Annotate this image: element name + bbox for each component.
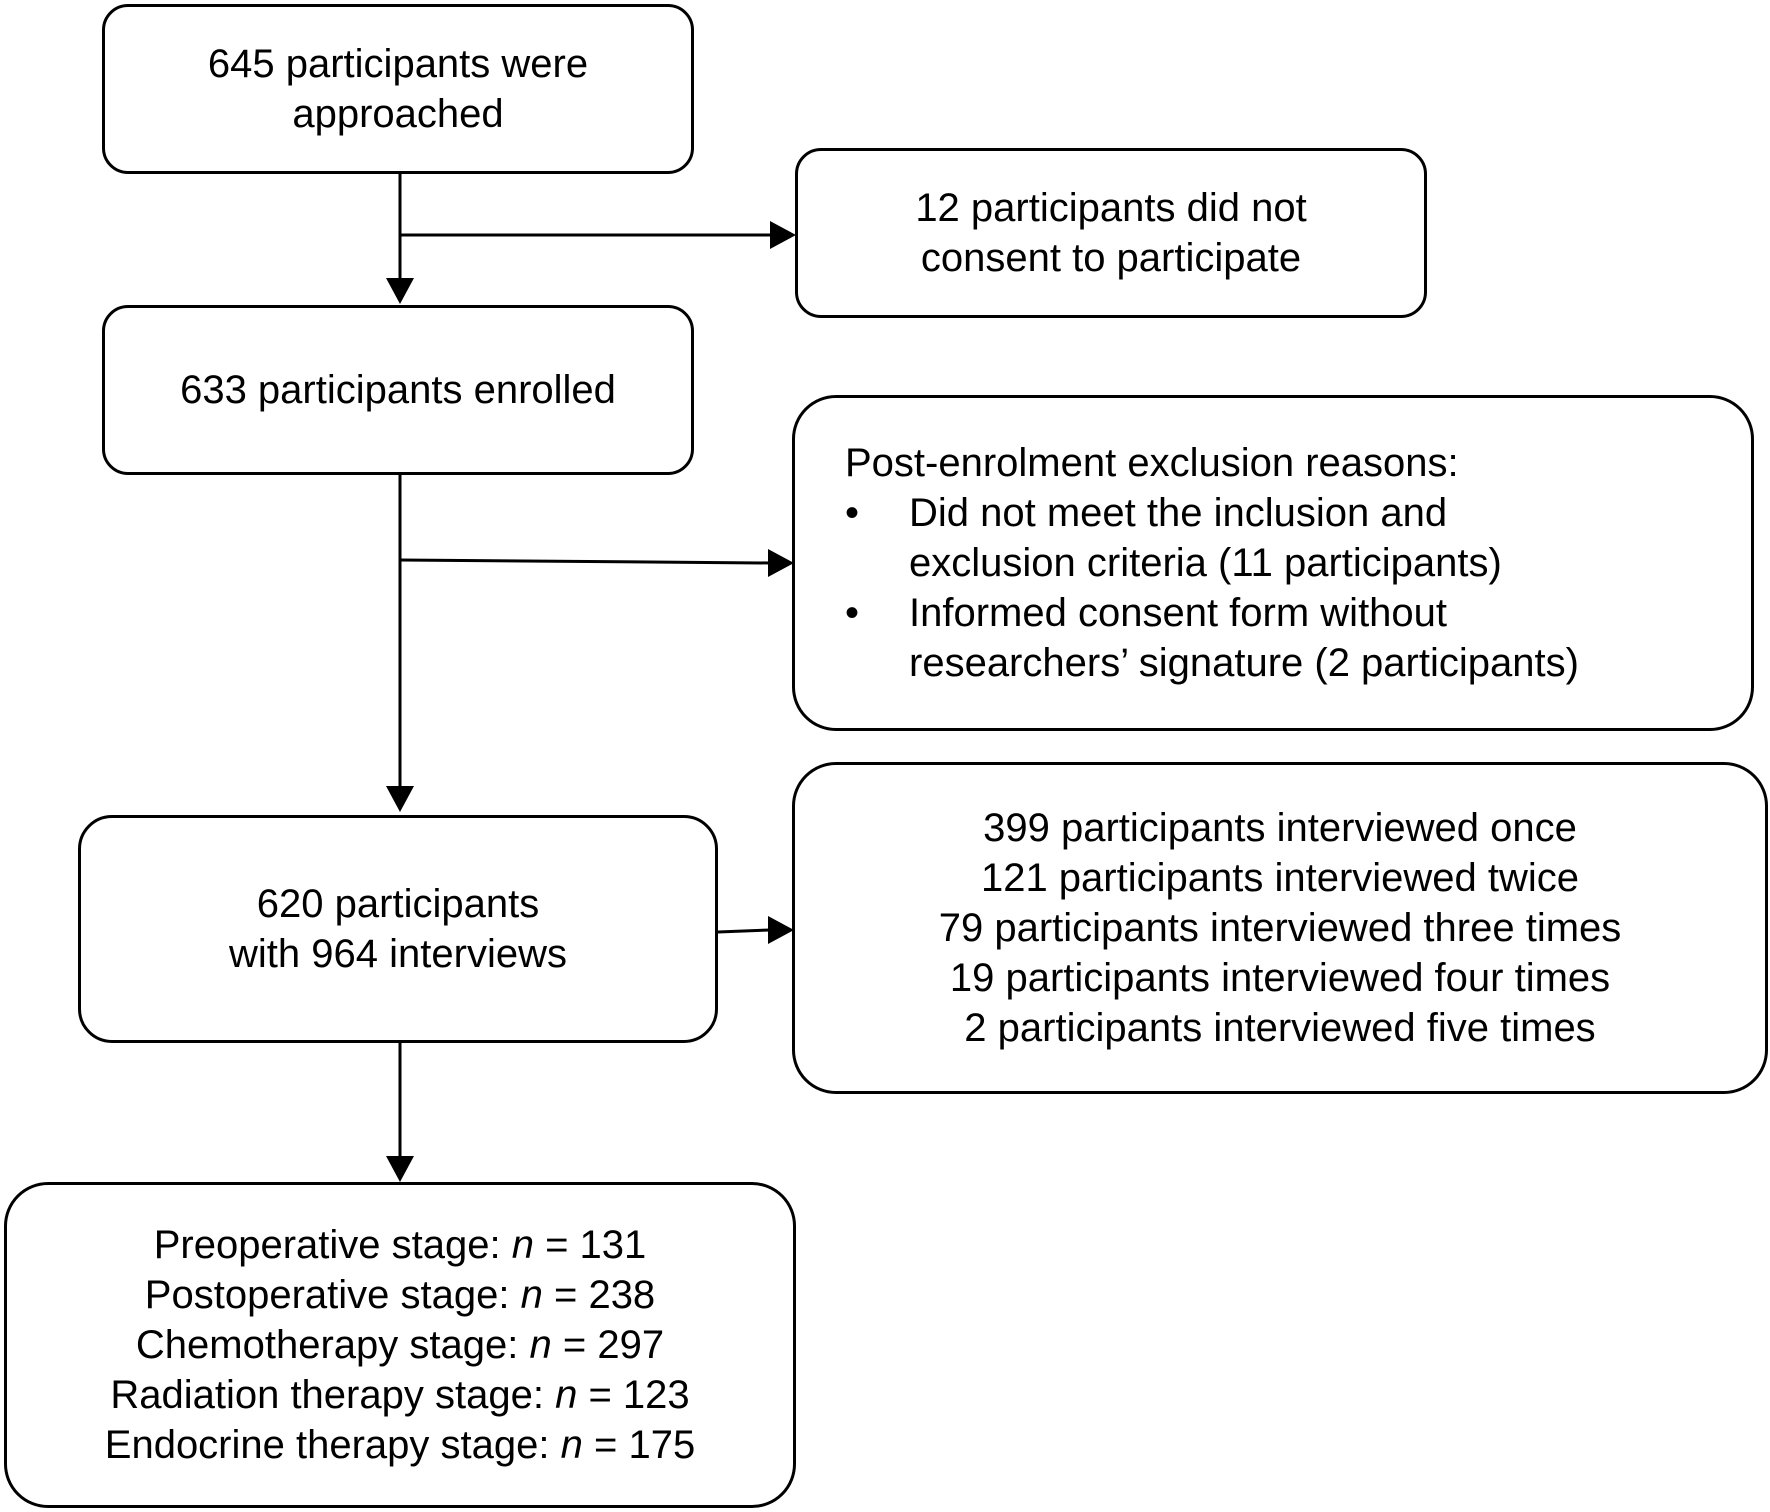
stage-value: = 123 [588, 1373, 690, 1417]
interview-count-line: 19 participants interviewed four times [949, 956, 1611, 1000]
exclusion-reasons-list: Did not meet the inclusion and exclusion… [845, 488, 1579, 688]
enrolled-line-1: 633 participants enrolled [180, 368, 616, 412]
stage-label: Endocrine therapy stage: [104, 1423, 550, 1467]
arrow-to-interview-counts [717, 928, 771, 934]
enrolled-box: 633 participants enrolled [102, 305, 694, 475]
stage-line-endocrine: Endocrine therapy stage: n = 175 [105, 1420, 695, 1470]
arrowhead-stages [386, 1156, 414, 1182]
exclusion-reason-1-line-1: Did not meet the inclusion and [909, 491, 1448, 535]
arrowhead-interview-counts [768, 916, 794, 944]
interview-counts-box: 399 participants interviewed once 121 pa… [792, 762, 1768, 1094]
approached-line-1: 645 participants were [207, 42, 589, 86]
no-consent-box: 12 participants did not consent to parti… [795, 148, 1427, 318]
stage-n-symbol: n [560, 1423, 583, 1467]
no-consent-line-1: 12 participants did not [915, 186, 1307, 230]
stage-label: Radiation therapy stage: [110, 1373, 544, 1417]
stage-value: = 238 [553, 1273, 656, 1317]
exclusion-box: Post-enrolment exclusion reasons: Did no… [792, 395, 1754, 731]
no-consent-line-2: consent to participate [920, 236, 1302, 280]
exclusion-reason: Informed consent form without researcher… [845, 588, 1579, 688]
arrowhead-no-consent [770, 221, 796, 249]
arrowhead-enrolled [386, 278, 414, 304]
interviews-line-1: 620 participants [256, 882, 540, 926]
stage-value: = 175 [594, 1423, 696, 1467]
stage-n-symbol: n [511, 1223, 534, 1267]
arrow-to-exclusion [399, 558, 771, 565]
stage-value: = 297 [562, 1323, 665, 1367]
stage-line-radiation: Radiation therapy stage: n = 123 [110, 1370, 689, 1420]
stage-label: Chemotherapy stage: [135, 1323, 519, 1367]
interview-count-line: 79 participants interviewed three times [938, 906, 1622, 950]
arrowhead-exclusion [768, 549, 794, 577]
exclusion-reason: Did not meet the inclusion and exclusion… [845, 488, 1579, 588]
interview-count-line: 399 participants interviewed once [983, 806, 1577, 850]
approached-box: 645 participants were approached [102, 4, 694, 174]
interview-count-line: 2 participants interviewed five times [964, 1006, 1596, 1050]
stage-line-postoperative: Postoperative stage: n = 238 [145, 1270, 655, 1320]
exclusion-reason-2-line-1: Informed consent form without [909, 591, 1448, 635]
approached-line-2: approached [292, 92, 504, 136]
stage-line-chemotherapy: Chemotherapy stage: n = 297 [136, 1320, 664, 1370]
stages-box: Preoperative stage: n = 131 Postoperativ… [4, 1182, 796, 1508]
interview-count-line: 121 participants interviewed twice [980, 856, 1580, 900]
exclusion-reason-1-line-2: exclusion criteria (11 participants) [909, 541, 1502, 585]
stage-n-symbol: n [520, 1273, 543, 1317]
interviews-box: 620 participants with 964 interviews [78, 815, 718, 1043]
exclusion-reason-2-line-2: researchers’ signature (2 participants) [909, 641, 1579, 685]
stage-label: Preoperative stage: [153, 1223, 501, 1267]
stage-line-preoperative: Preoperative stage: n = 131 [154, 1220, 647, 1270]
interviews-line-2: with 964 interviews [229, 932, 567, 976]
stage-n-symbol: n [555, 1373, 578, 1417]
stage-value: = 131 [545, 1223, 647, 1267]
exclusion-heading: Post-enrolment exclusion reasons: [845, 441, 1459, 485]
arrowhead-interviews [386, 786, 414, 812]
stage-n-symbol: n [529, 1323, 552, 1367]
stage-label: Postoperative stage: [144, 1273, 510, 1317]
